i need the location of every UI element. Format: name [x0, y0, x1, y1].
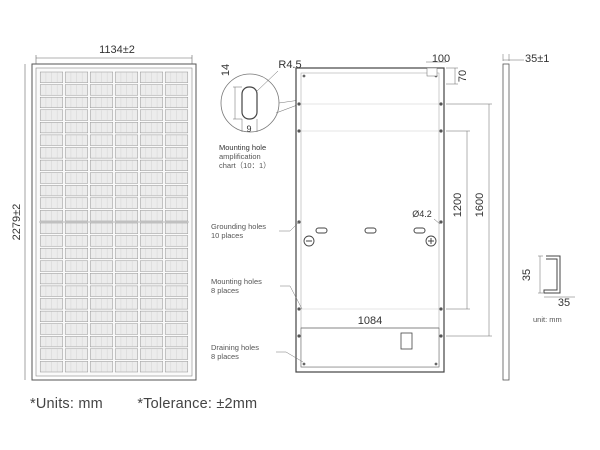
frame-profile: [543, 255, 561, 294]
dim-9: 9: [246, 124, 251, 134]
dim-70: 70: [457, 70, 469, 82]
unit-note: unit: mm: [533, 315, 562, 324]
detail-label-2: amplification: [219, 152, 261, 161]
profile-h-dim: 35: [521, 269, 533, 281]
front-view: 1134±2 2279±2: [11, 44, 197, 381]
frame-hole: [439, 334, 443, 338]
junction-box: [400, 332, 413, 350]
dim-1200: 1200: [452, 193, 464, 217]
frame-hole: [297, 307, 301, 311]
tolerance-note: *Tolerance: ±2mm: [137, 396, 258, 412]
frame-hole: [297, 129, 301, 133]
footer: *Units: mm *Tolerance: ±2mm: [30, 396, 257, 412]
width-dim: 1134±2: [99, 44, 135, 56]
frame-hole: [297, 102, 301, 106]
callout-mounting-2: 8 places: [211, 286, 239, 295]
detail-label-1: Mounting hole: [219, 143, 266, 152]
back-frame-outer: [295, 67, 445, 373]
frame-hole: [439, 307, 443, 311]
dim-14: 14: [220, 64, 232, 76]
mounting-hole-detail: 14 R4.5 9 Mounting hole amplification ch…: [219, 59, 302, 170]
callout-draining-1: Draining holes: [211, 343, 259, 352]
callout-grounding-2: 10 places: [211, 231, 243, 240]
side-thickness-dim: 35±1: [525, 53, 549, 65]
callout-draining-2: 8 places: [211, 352, 239, 361]
callout-grounding-1: Grounding holes: [211, 222, 266, 231]
back-view: 100 70 1200 1600 Ø4.2 1084 Grounding hol…: [211, 53, 492, 373]
frame-hole: [297, 334, 301, 338]
frame-hole: [439, 129, 443, 133]
dim-1084: 1084: [358, 315, 382, 327]
dim-1600: 1600: [474, 193, 486, 217]
slot-hole: [241, 86, 258, 120]
height-dim: 2279±2: [11, 204, 23, 241]
dim-100: 100: [432, 53, 450, 65]
frame-hole: [439, 102, 443, 106]
bottom-band: [300, 327, 440, 368]
side-view: 35±1 35 35 unit: mm: [502, 53, 575, 381]
cell-grid: [39, 71, 189, 373]
detail-label-3: chart（10：1）: [219, 161, 271, 170]
callout-mounting-1: Mounting holes: [211, 277, 262, 286]
dim-phi: Ø4.2: [412, 209, 432, 219]
side-frame: [502, 63, 510, 381]
units-note: *Units: mm: [30, 396, 103, 412]
frame-hole: [439, 220, 443, 224]
profile-w-dim: 35: [558, 297, 570, 309]
